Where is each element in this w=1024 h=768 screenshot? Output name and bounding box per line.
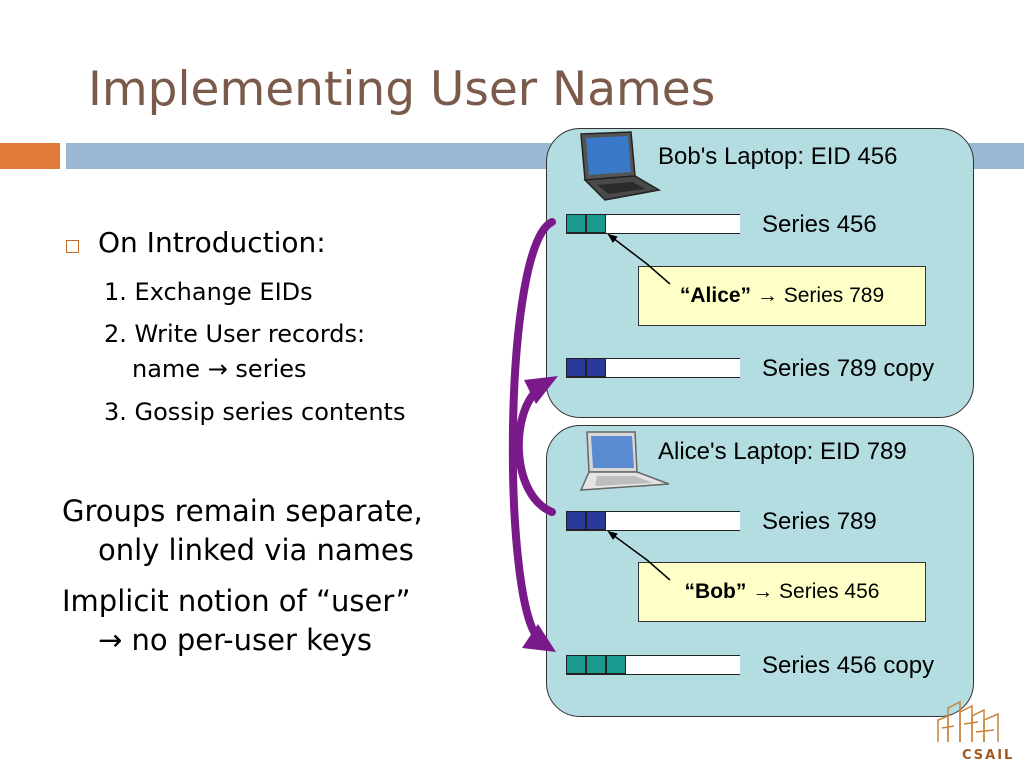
alice-series-copy-label: Series 456 copy <box>762 652 935 679</box>
record-target: → Series 456 <box>752 580 880 603</box>
laptop-icon <box>580 131 662 201</box>
bob-panel-title: Bob's Laptop: EID 456 <box>658 143 898 170</box>
alice-series-own-label: Series 789 <box>762 508 877 535</box>
series-cell <box>566 655 586 674</box>
series-cell <box>586 358 606 377</box>
gossip-arrow-456 <box>508 218 556 644</box>
alice-panel-title: Alice's Laptop: EID 789 <box>658 438 907 465</box>
series-cell <box>586 655 606 674</box>
series-cell <box>566 358 586 377</box>
series-cell <box>586 214 606 233</box>
alice-user-record: “Bob” → Series 456 <box>638 562 926 622</box>
step-3: 3. Gossip series contents <box>104 398 406 426</box>
step-2: 2. Write User records: <box>104 320 366 348</box>
header-accent-orange <box>0 143 60 169</box>
paragraph-2-line-1: Implicit notion of “user” <box>62 584 411 618</box>
alice-series-456-copy-bar <box>566 655 740 675</box>
bob-series-own-label: Series 456 <box>762 211 877 238</box>
paragraph-1-line-1: Groups remain separate, <box>62 494 423 528</box>
series-cell <box>566 214 586 233</box>
bob-user-record: “Alice” → Series 789 <box>638 266 926 326</box>
record-name: “Alice” <box>679 284 752 307</box>
step-1: 1. Exchange EIDs <box>104 278 313 306</box>
series-cell <box>566 511 586 530</box>
alice-series-789-bar <box>566 511 740 531</box>
alice-record-pointer <box>607 530 671 581</box>
series-cell <box>586 511 606 530</box>
bob-record-pointer <box>607 233 671 285</box>
bob-series-789-copy-bar <box>566 358 740 378</box>
bullet-main: On Introduction: <box>98 226 326 259</box>
record-target: → Series 789 <box>756 284 885 307</box>
series-cell <box>606 655 626 674</box>
record-name: “Bob” <box>684 580 747 603</box>
slide-title: Implementing User Names <box>88 62 716 117</box>
csail-logo-text: CSAIL <box>962 748 1015 763</box>
gossip-arrow-789-head <box>524 376 558 404</box>
bob-series-copy-label: Series 789 copy <box>762 355 935 382</box>
csail-logo-icon <box>937 700 999 742</box>
gossip-arrow-456-head <box>522 624 556 652</box>
paragraph-1-line-2: only linked via names <box>98 533 414 567</box>
bullet-square-icon <box>66 240 79 253</box>
gossip-arrow-789 <box>514 384 556 516</box>
laptop-icon <box>579 431 670 491</box>
paragraph-2-line-2: → no per-user keys <box>98 623 372 657</box>
bob-series-456-bar <box>566 214 740 234</box>
step-2-detail: name → series <box>132 355 307 383</box>
